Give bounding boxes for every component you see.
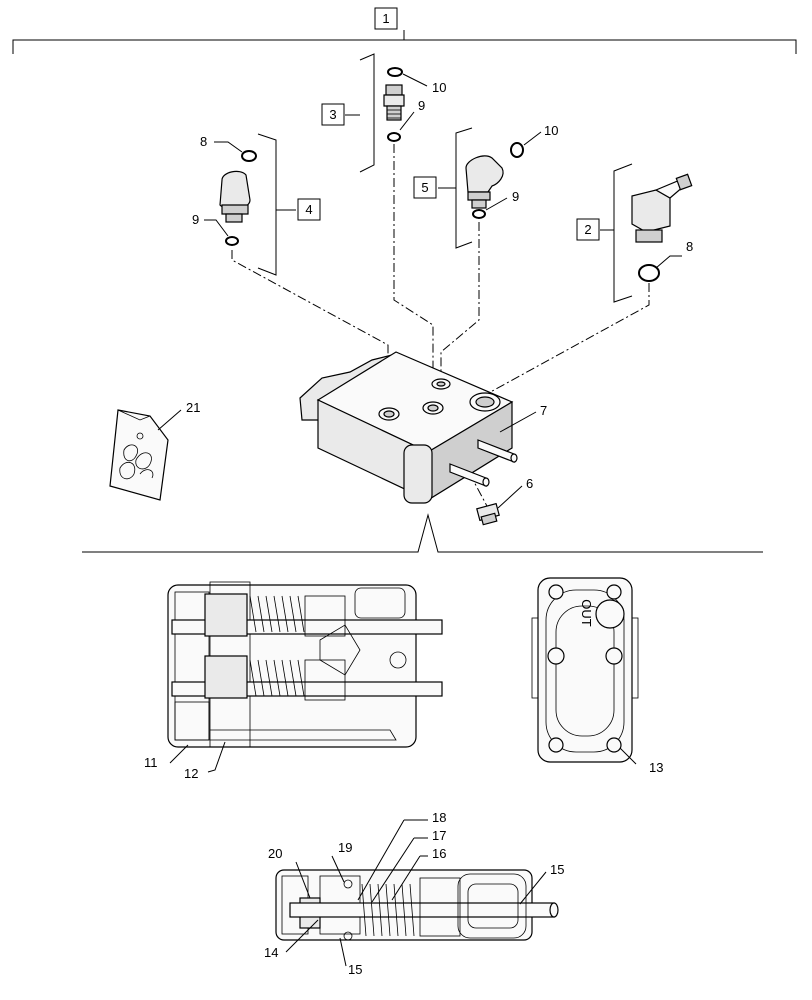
callout-5-label: 5 bbox=[421, 180, 428, 195]
o-ring-10-right bbox=[510, 142, 524, 158]
section-divider bbox=[82, 513, 763, 553]
callout-2-label: 2 bbox=[584, 222, 591, 237]
valve-body-isometric bbox=[299, 351, 518, 504]
callout-1[interactable]: 1 bbox=[374, 7, 398, 30]
callout-19: 19 bbox=[338, 840, 352, 855]
callout-12: 12 bbox=[184, 766, 198, 781]
callout-4[interactable]: 4 bbox=[297, 198, 321, 221]
callout-20: 20 bbox=[268, 846, 282, 861]
assembly-bracket bbox=[12, 30, 797, 54]
o-ring-9-left bbox=[225, 236, 239, 246]
callout-21: 21 bbox=[186, 400, 200, 415]
fitting-group-2 bbox=[600, 163, 693, 303]
callout-15a: 15 bbox=[550, 862, 564, 877]
callout-10b: 10 bbox=[544, 123, 558, 138]
fitting-group-5 bbox=[438, 127, 524, 249]
valve-top-view bbox=[167, 581, 443, 748]
callout-11: 11 bbox=[144, 755, 158, 770]
o-ring-8-left bbox=[241, 150, 257, 162]
callout-5[interactable]: 5 bbox=[413, 176, 437, 199]
elbow-fitting-5-icon bbox=[465, 155, 504, 209]
callout-8b: 8 bbox=[686, 239, 693, 254]
callout-2[interactable]: 2 bbox=[576, 218, 600, 241]
straight-fitting-icon bbox=[383, 84, 405, 121]
plug-icon bbox=[476, 502, 500, 526]
callout-9c: 9 bbox=[512, 189, 519, 204]
callout-3[interactable]: 3 bbox=[321, 103, 345, 126]
valve-end-view bbox=[531, 577, 639, 763]
o-ring-10-top bbox=[387, 67, 403, 77]
callout-8a: 8 bbox=[200, 134, 207, 149]
elbow-fitting-icon bbox=[219, 170, 251, 223]
callout-13: 13 bbox=[649, 760, 663, 775]
port-out-label: OUT bbox=[579, 599, 594, 627]
o-ring-9-right bbox=[472, 209, 486, 219]
callout-3-label: 3 bbox=[329, 107, 336, 122]
fitting-group-3 bbox=[345, 53, 405, 173]
callout-4-label: 4 bbox=[305, 202, 312, 217]
callout-15b: 15 bbox=[348, 962, 362, 977]
callout-18: 18 bbox=[432, 810, 446, 825]
callout-1-label: 1 bbox=[382, 11, 389, 26]
callout-17: 17 bbox=[432, 828, 446, 843]
callout-16: 16 bbox=[432, 846, 446, 861]
callout-10a: 10 bbox=[432, 80, 446, 95]
fitting-group-4 bbox=[219, 133, 296, 276]
callout-14: 14 bbox=[264, 945, 278, 960]
o-ring-9-top bbox=[387, 132, 401, 142]
seal-kit-bag-icon bbox=[109, 409, 169, 501]
callout-7: 7 bbox=[540, 403, 547, 418]
swivel-fitting-icon bbox=[631, 173, 693, 243]
callout-6: 6 bbox=[526, 476, 533, 491]
callout-9a: 9 bbox=[418, 98, 425, 113]
o-ring-8-right bbox=[638, 264, 660, 282]
callout-9b: 9 bbox=[192, 212, 199, 227]
spool-section-view bbox=[275, 869, 559, 941]
